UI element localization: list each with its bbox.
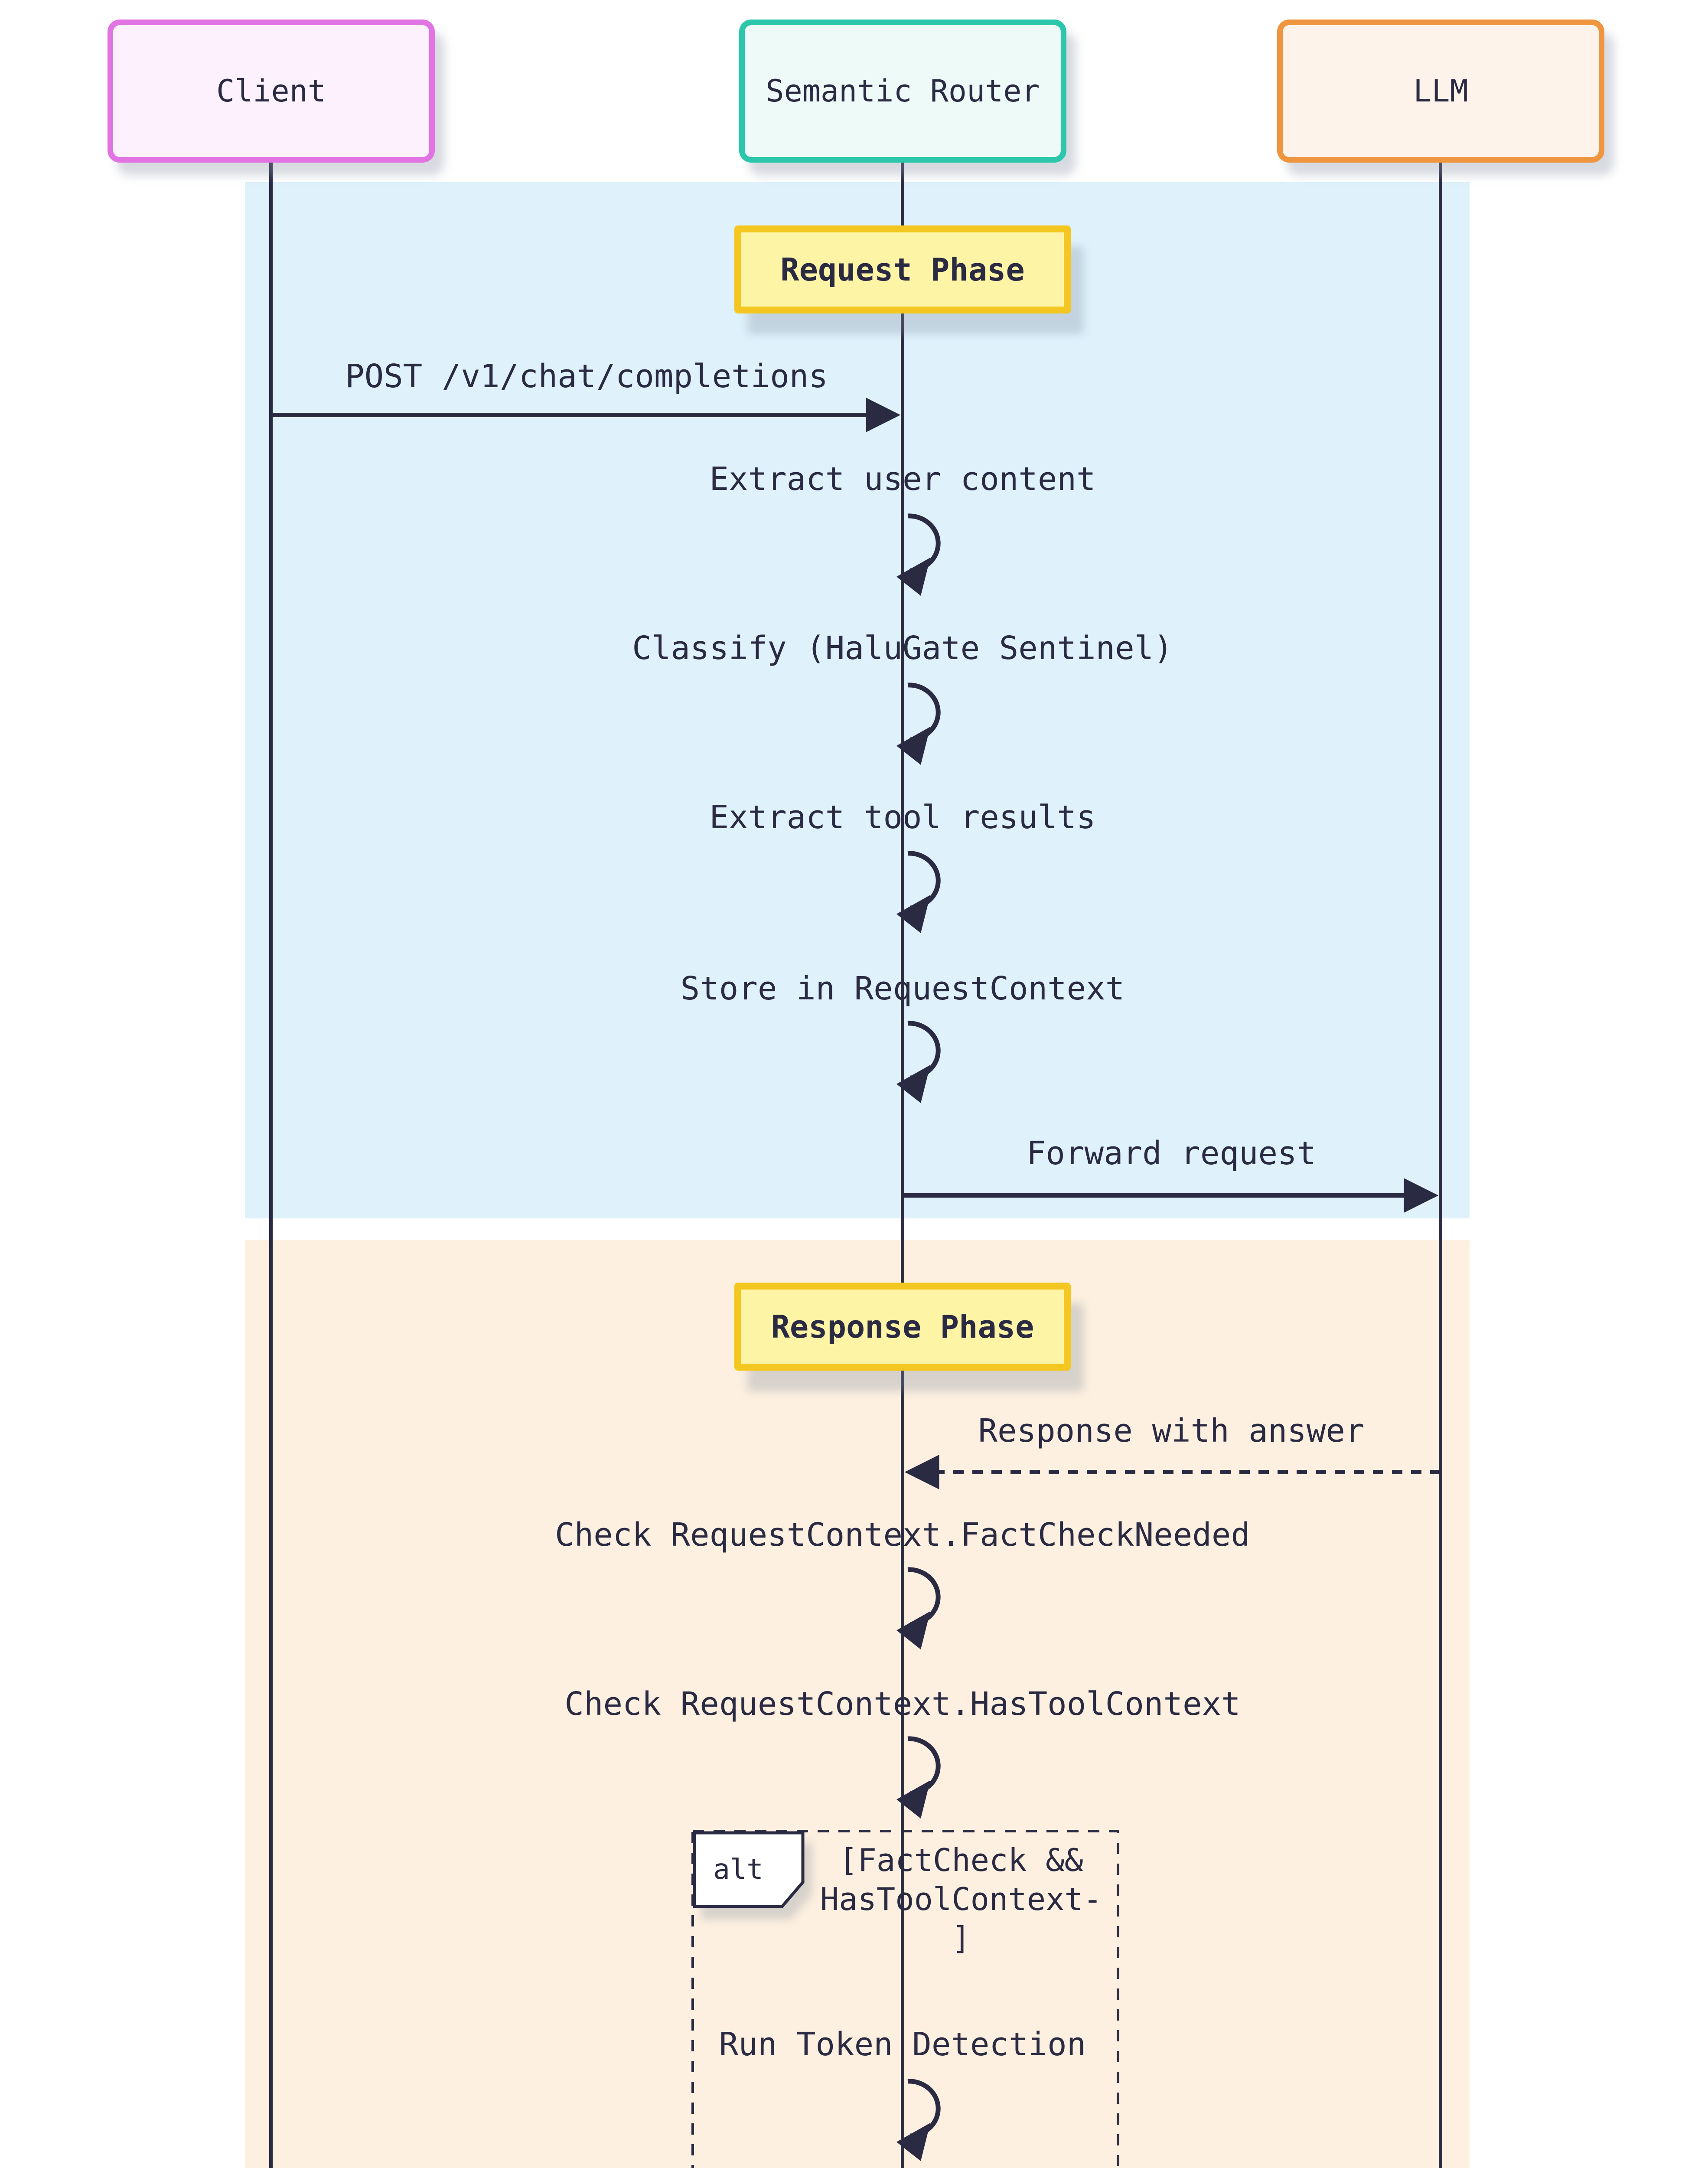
response-phase-label: Response Phase <box>734 1283 1071 1371</box>
message-label: Store in RequestContext <box>680 970 1125 1007</box>
actor-client-top: Client <box>108 20 435 163</box>
response-phase-label-text: Response Phase <box>771 1308 1034 1345</box>
self-loop-arrowhead <box>896 895 930 933</box>
response-phase-band <box>245 1240 1470 2168</box>
message-label: Response with answer <box>978 1412 1365 1450</box>
actor-llm-top-label: LLM <box>1413 73 1468 109</box>
self-loop-arrowhead <box>896 727 930 765</box>
message-label: Forward request <box>1026 1135 1317 1172</box>
self-loop-arrowhead <box>896 1065 930 1103</box>
message-label: Check RequestContext.FactCheckNeeded <box>555 1516 1250 1554</box>
message-label: Extract tool results <box>709 799 1096 836</box>
self-loop-arrowhead <box>896 1780 930 1819</box>
request-phase-band <box>245 182 1470 1218</box>
self-loop-arrowhead <box>896 558 930 596</box>
actor-llm-top: LLM <box>1277 20 1604 163</box>
message-label: Classify (HaluGate Sentinel) <box>632 630 1173 667</box>
alt-frame <box>691 1830 1119 2168</box>
actor-client-top-label: Client <box>216 73 326 109</box>
actor-semantic-router-top-label: Semantic Router <box>766 73 1040 109</box>
alt-condition-1: [FactCheck && HasToolContext- ] <box>820 1842 1102 1956</box>
alt-operator-box-shape <box>693 1831 805 1908</box>
request-phase-label: Request Phase <box>734 225 1071 313</box>
message-label: Extract user content <box>709 460 1096 498</box>
request-phase-label-text: Request Phase <box>780 251 1025 288</box>
message-label: Check RequestContext.HasToolContext <box>564 1685 1241 1723</box>
message-label: POST /v1/chat/completions <box>345 358 828 395</box>
self-loop-arrowhead <box>896 1611 930 1649</box>
message-label: Run Token Detection <box>719 2026 1086 2063</box>
alt-operator-label: alt <box>713 1854 763 1886</box>
actor-semantic-router-top: Semantic Router <box>739 20 1066 163</box>
alt-operator-box <box>693 1831 805 1908</box>
self-loop-arrowhead <box>896 2123 930 2161</box>
